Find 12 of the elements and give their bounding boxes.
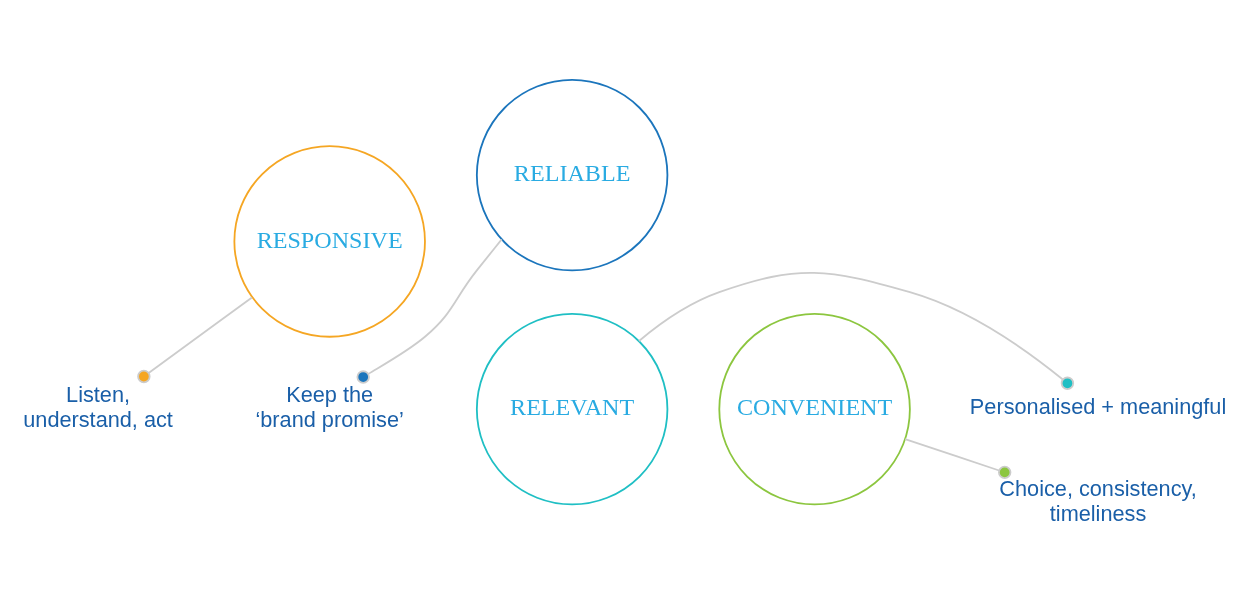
node-circle: RELEVANT: [475, 312, 669, 506]
node-text: Personalised + meaningful: [969, 394, 1227, 420]
node-text: Choice, consistency, timeliness: [999, 476, 1197, 526]
node-circle: RESPONSIVE: [233, 145, 426, 338]
node-circle: CONVENIENT: [718, 312, 911, 506]
connector: [356, 238, 503, 384]
connector: [904, 438, 1012, 480]
connector: [638, 271, 1075, 390]
node-text: Listen, understand, act: [23, 382, 173, 432]
node-text: Keep the ‘brand promise’: [255, 382, 404, 432]
connector: [137, 296, 253, 384]
node-circle: RELIABLE: [475, 78, 669, 272]
